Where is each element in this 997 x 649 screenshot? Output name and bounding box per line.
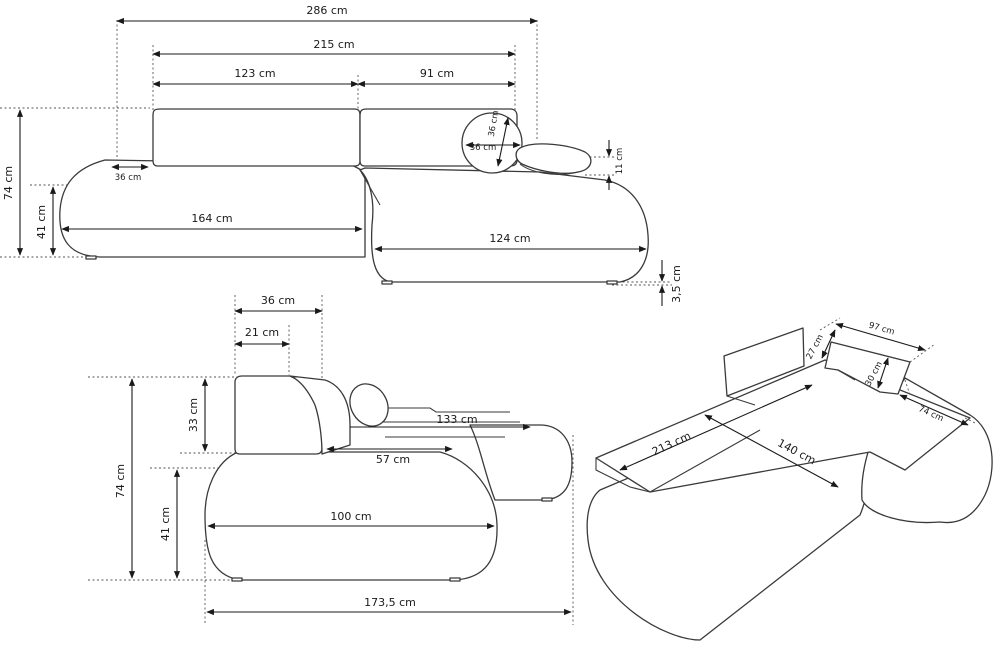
dim-left-back: 123 cm — [234, 67, 275, 80]
dim-seat-height: 41 cm — [35, 205, 48, 239]
side-view: 36 cm 21 cm 33 cm 74 cm 41 cm 133 cm 57 … — [88, 294, 574, 625]
dim-leg-h: 3,5 cm — [670, 265, 683, 303]
dim-side-height: 74 cm — [114, 464, 127, 498]
dim-total-width: 286 cm — [306, 4, 347, 17]
dim-arm-width: 36 cm — [115, 173, 141, 183]
leg — [449, 577, 461, 582]
leg — [85, 255, 97, 260]
dim-armrest-h: 11 cm — [615, 148, 625, 174]
front-view: 286 cm 215 cm 123 cm 91 cm 74 cm 41 cm 1… — [0, 4, 683, 306]
side-chaise — [469, 424, 573, 501]
leg — [381, 280, 393, 285]
dim-backrest-width: 215 cm — [313, 38, 354, 51]
leg — [606, 280, 618, 285]
dim-height-total: 74 cm — [2, 166, 15, 200]
left-seat — [59, 159, 366, 258]
dim-side-seat-h: 41 cm — [159, 507, 172, 541]
dim-topper-w: 97 cm — [867, 321, 895, 338]
dim-chaise-depth: 133 cm — [436, 413, 477, 426]
dim-left-seat: 164 cm — [191, 212, 232, 225]
right-seat — [359, 167, 649, 283]
dim-back-depth: 36 cm — [261, 294, 295, 307]
bed-backrest — [723, 327, 805, 397]
dim-pillow-h: 36 cm — [487, 110, 501, 138]
leg — [541, 497, 553, 502]
dim-back-inner: 21 cm — [245, 326, 279, 339]
bed-view: 213 cm 140 cm 97 cm 27 cm 30 cm 74 cm — [586, 317, 993, 641]
dim-seat-depth: 100 cm — [330, 510, 371, 523]
armrest-cushion — [515, 143, 592, 174]
side-armrest — [289, 375, 351, 455]
backrest-left — [152, 108, 361, 167]
dim-right-seat: 124 cm — [489, 232, 530, 245]
dim-pillow-w: 36 cm — [470, 143, 496, 153]
dim-back-h: 33 cm — [187, 398, 200, 432]
dim-total-depth: 173,5 cm — [364, 596, 416, 609]
side-pillow — [349, 383, 389, 427]
dim-right-back: 91 cm — [420, 67, 454, 80]
leg — [231, 577, 243, 582]
dim-seat-depth-inner: 57 cm — [376, 453, 410, 466]
